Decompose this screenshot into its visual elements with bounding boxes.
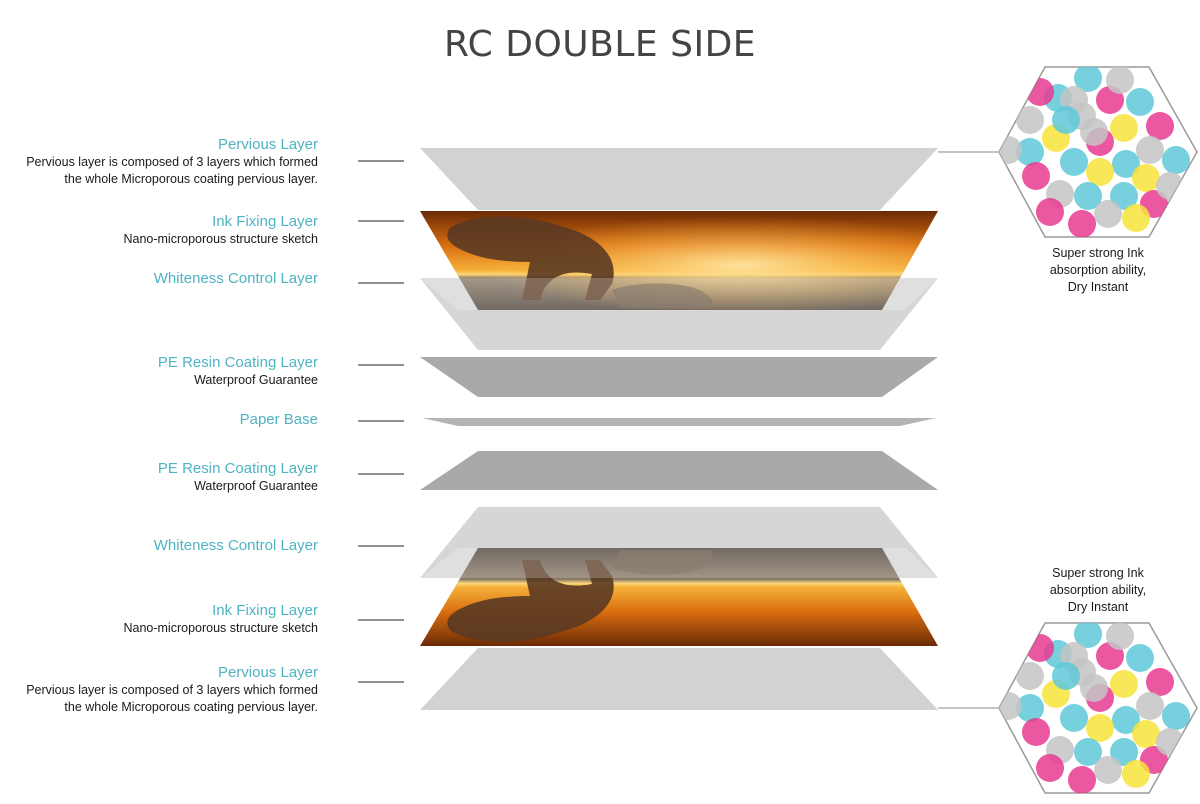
- ink-dot: [1146, 668, 1174, 696]
- ink-dot: [1106, 67, 1134, 94]
- pervious-layer-top-shape: [420, 148, 938, 210]
- ink-dot: [1074, 623, 1102, 648]
- layer-desc-line: Waterproof Guarantee: [194, 373, 318, 387]
- ink-dot: [1080, 118, 1108, 146]
- label-ink-fixing-layer-bottom: Ink Fixing Layer Nano-microporous struct…: [123, 602, 318, 637]
- ink-dot: [1086, 158, 1114, 186]
- ink-dot: [1126, 88, 1154, 116]
- ink-dot: [1016, 106, 1044, 134]
- leader-lines: [358, 160, 404, 683]
- ink-dot: [999, 692, 1022, 720]
- ink-dot: [1112, 150, 1140, 178]
- ink-dot: [1060, 148, 1088, 176]
- ink-dot: [1068, 210, 1096, 237]
- label-pe-resin-layer-top: PE Resin Coating Layer Waterproof Guaran…: [158, 354, 318, 389]
- ink-dot: [1074, 738, 1102, 766]
- ink-dot: [1026, 634, 1054, 662]
- label-paper-base: Paper Base: [240, 411, 318, 429]
- ink-dot: [1016, 694, 1044, 722]
- ink-dot: [1060, 704, 1088, 732]
- ink-dot: [1052, 106, 1080, 134]
- ink-dot: [1162, 146, 1190, 174]
- caption-line: absorption ability,: [1049, 583, 1147, 597]
- layer-desc-line: Pervious layer is composed of 3 layers w…: [26, 155, 318, 169]
- ink-dot: [1036, 198, 1064, 226]
- label-pervious-layer-bottom: Pervious Layer Pervious layer is compose…: [26, 664, 318, 716]
- ink-dot: [1080, 674, 1108, 702]
- layer-desc-line: the whole Microporous coating pervious l…: [64, 700, 318, 714]
- ink-fixing-layer-bottom-photo: [420, 548, 938, 646]
- ink-dot: [1132, 164, 1160, 192]
- caption-line: absorption ability,: [1049, 263, 1147, 277]
- ink-dot: [1126, 644, 1154, 672]
- caption-line: Super strong Ink: [1052, 566, 1144, 580]
- pervious-layer-bottom-shape: [420, 648, 938, 710]
- layer-name: Ink Fixing Layer: [212, 602, 318, 619]
- ink-dot: [1106, 623, 1134, 650]
- label-whiteness-control-layer-top: Whiteness Control Layer: [154, 270, 318, 288]
- ink-dot: [1086, 714, 1114, 742]
- ink-dot: [1156, 728, 1184, 756]
- label-pe-resin-layer-bottom: PE Resin Coating Layer Waterproof Guaran…: [158, 460, 318, 495]
- pe-resin-layer-bottom-shape: [420, 451, 938, 490]
- ink-dot: [1112, 706, 1140, 734]
- layer-name: Ink Fixing Layer: [212, 213, 318, 230]
- layer-name: Whiteness Control Layer: [153, 270, 318, 287]
- layer-desc-line: Pervious layer is composed of 3 layers w…: [26, 683, 318, 697]
- layer-desc-line: Nano-microporous structure sketch: [123, 621, 318, 635]
- ink-dot: [1132, 720, 1160, 748]
- ink-dot: [1068, 766, 1096, 793]
- ink-dot: [1110, 182, 1138, 210]
- layer-name: PE Resin Coating Layer: [157, 354, 318, 371]
- ink-dot: [1022, 718, 1050, 746]
- layer-desc-line: the whole Microporous coating pervious l…: [64, 172, 318, 186]
- layer-name: PE Resin Coating Layer: [157, 460, 318, 477]
- ink-dot: [1074, 67, 1102, 92]
- ink-dot: [1094, 756, 1122, 784]
- layer-name: Whiteness Control Layer: [153, 537, 318, 554]
- ink-dot: [1122, 760, 1150, 788]
- ink-dot: [1016, 138, 1044, 166]
- ink-dots-hexagon-top: [998, 66, 1198, 238]
- ink-dot: [1016, 662, 1044, 690]
- ink-dot: [1136, 136, 1164, 164]
- ink-dot: [1110, 738, 1138, 766]
- caption-ink-absorption-top: Super strong Ink absorption ability, Dry…: [1008, 245, 1188, 296]
- ink-dot: [1074, 182, 1102, 210]
- layer-name: Paper Base: [239, 411, 318, 428]
- layer-desc-line: Nano-microporous structure sketch: [123, 232, 318, 246]
- caption-line: Dry Instant: [1067, 600, 1129, 614]
- caption-ink-absorption-bottom: Super strong Ink absorption ability, Dry…: [1008, 565, 1188, 616]
- ink-fixing-layer-top-photo: [420, 211, 938, 310]
- ink-dot: [1110, 114, 1138, 142]
- ink-dot: [1094, 200, 1122, 228]
- caption-line: Dry Instant: [1067, 280, 1129, 294]
- ink-dot: [1162, 702, 1190, 730]
- ink-dot: [1136, 692, 1164, 720]
- layer-desc-line: Waterproof Guarantee: [194, 479, 318, 493]
- label-whiteness-control-layer-bottom: Whiteness Control Layer: [154, 537, 318, 555]
- ink-dot: [1026, 78, 1054, 106]
- layer-name: Pervious Layer: [217, 136, 318, 153]
- ink-dot: [999, 136, 1022, 164]
- ink-dot: [1146, 112, 1174, 140]
- diagram-title: RC DOUBLE SIDE: [443, 24, 757, 65]
- caption-line: Super strong Ink: [1052, 246, 1144, 260]
- ink-dot: [1122, 204, 1150, 232]
- ink-dot: [1022, 162, 1050, 190]
- ink-dots-hexagon-bottom: [998, 622, 1198, 794]
- ink-dot: [1156, 172, 1184, 200]
- pe-resin-layer-top-shape: [420, 357, 938, 397]
- paper-base-shape: [422, 418, 936, 426]
- ink-dot: [1110, 670, 1138, 698]
- ink-dot: [1052, 662, 1080, 690]
- label-pervious-layer-top: Pervious Layer Pervious layer is compose…: [26, 136, 318, 188]
- label-ink-fixing-layer-top: Ink Fixing Layer Nano-microporous struct…: [123, 213, 318, 248]
- layer-name: Pervious Layer: [217, 664, 318, 681]
- ink-dot: [1036, 754, 1064, 782]
